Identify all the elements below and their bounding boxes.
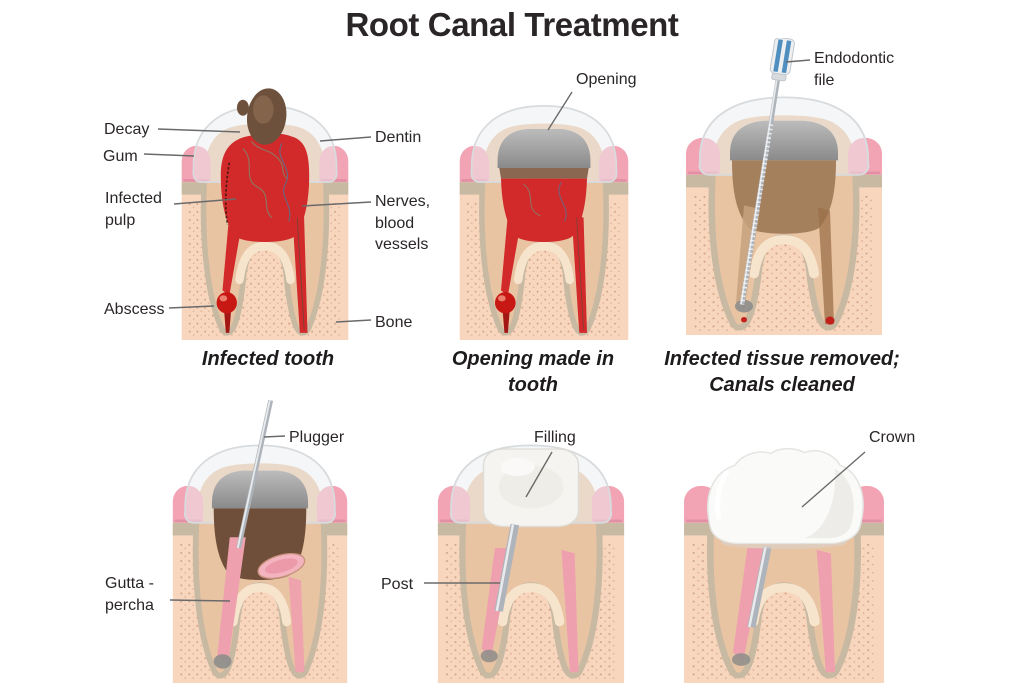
- illustration-crown: [682, 447, 886, 683]
- opening-cut-shape: [497, 128, 591, 179]
- label-gum: Gum: [103, 148, 138, 165]
- label-plugger: Plugger: [289, 429, 345, 446]
- endodontic-file-shape: [739, 38, 795, 305]
- caption-infected-tooth: Infected tooth: [201, 348, 335, 370]
- label-post: Post: [381, 576, 414, 593]
- infected-pulp-shape: [501, 178, 587, 333]
- illustration-infected-tooth: [180, 88, 350, 340]
- caption-opening-made: Opening made in tooth: [451, 348, 615, 396]
- label-filling: Filling: [534, 429, 576, 446]
- label-opening: Opening: [576, 71, 637, 88]
- illustration-post-filling: [436, 444, 626, 683]
- crown-cap-shape: [707, 447, 864, 549]
- abscess-shape: [494, 292, 516, 314]
- label-endodontic-file: Endodontic file: [814, 50, 895, 89]
- infected-pulp-shape: [220, 133, 310, 333]
- nerves-blood-vessels-shape: [523, 181, 584, 330]
- plugger-shape: [236, 399, 274, 549]
- label-dentin: Dentin: [375, 129, 422, 146]
- illustration-opening-made: [458, 105, 630, 340]
- abscess-shape: [216, 292, 237, 314]
- post-shape: [494, 523, 520, 612]
- label-infected-pulp: Infected pulp: [105, 190, 162, 229]
- post-shape: [747, 545, 772, 628]
- nerves-blood-vessels-shape: [242, 141, 305, 330]
- illustration-canals-cleaned: [684, 38, 884, 335]
- label-nerves-blood-vessels: Nerves, blood vessels: [375, 193, 431, 254]
- page-title: Root Canal Treatment: [345, 6, 679, 43]
- label-abscess: Abscess: [104, 301, 165, 318]
- label-crown: Crown: [869, 429, 916, 446]
- gutta-percha-fill-shape: [213, 537, 306, 673]
- caption-tissue-removed: Infected tissue removed; Canals cleaned: [664, 348, 900, 396]
- decay-shape: [236, 88, 287, 145]
- label-decay: Decay: [104, 121, 150, 138]
- filling-block-shape: [482, 448, 580, 528]
- opening-cut-shape: [730, 120, 838, 161]
- illustration-gutta-percha: [171, 399, 349, 683]
- label-bone: Bone: [375, 314, 413, 331]
- label-gutta-percha: Gutta - percha: [105, 575, 154, 614]
